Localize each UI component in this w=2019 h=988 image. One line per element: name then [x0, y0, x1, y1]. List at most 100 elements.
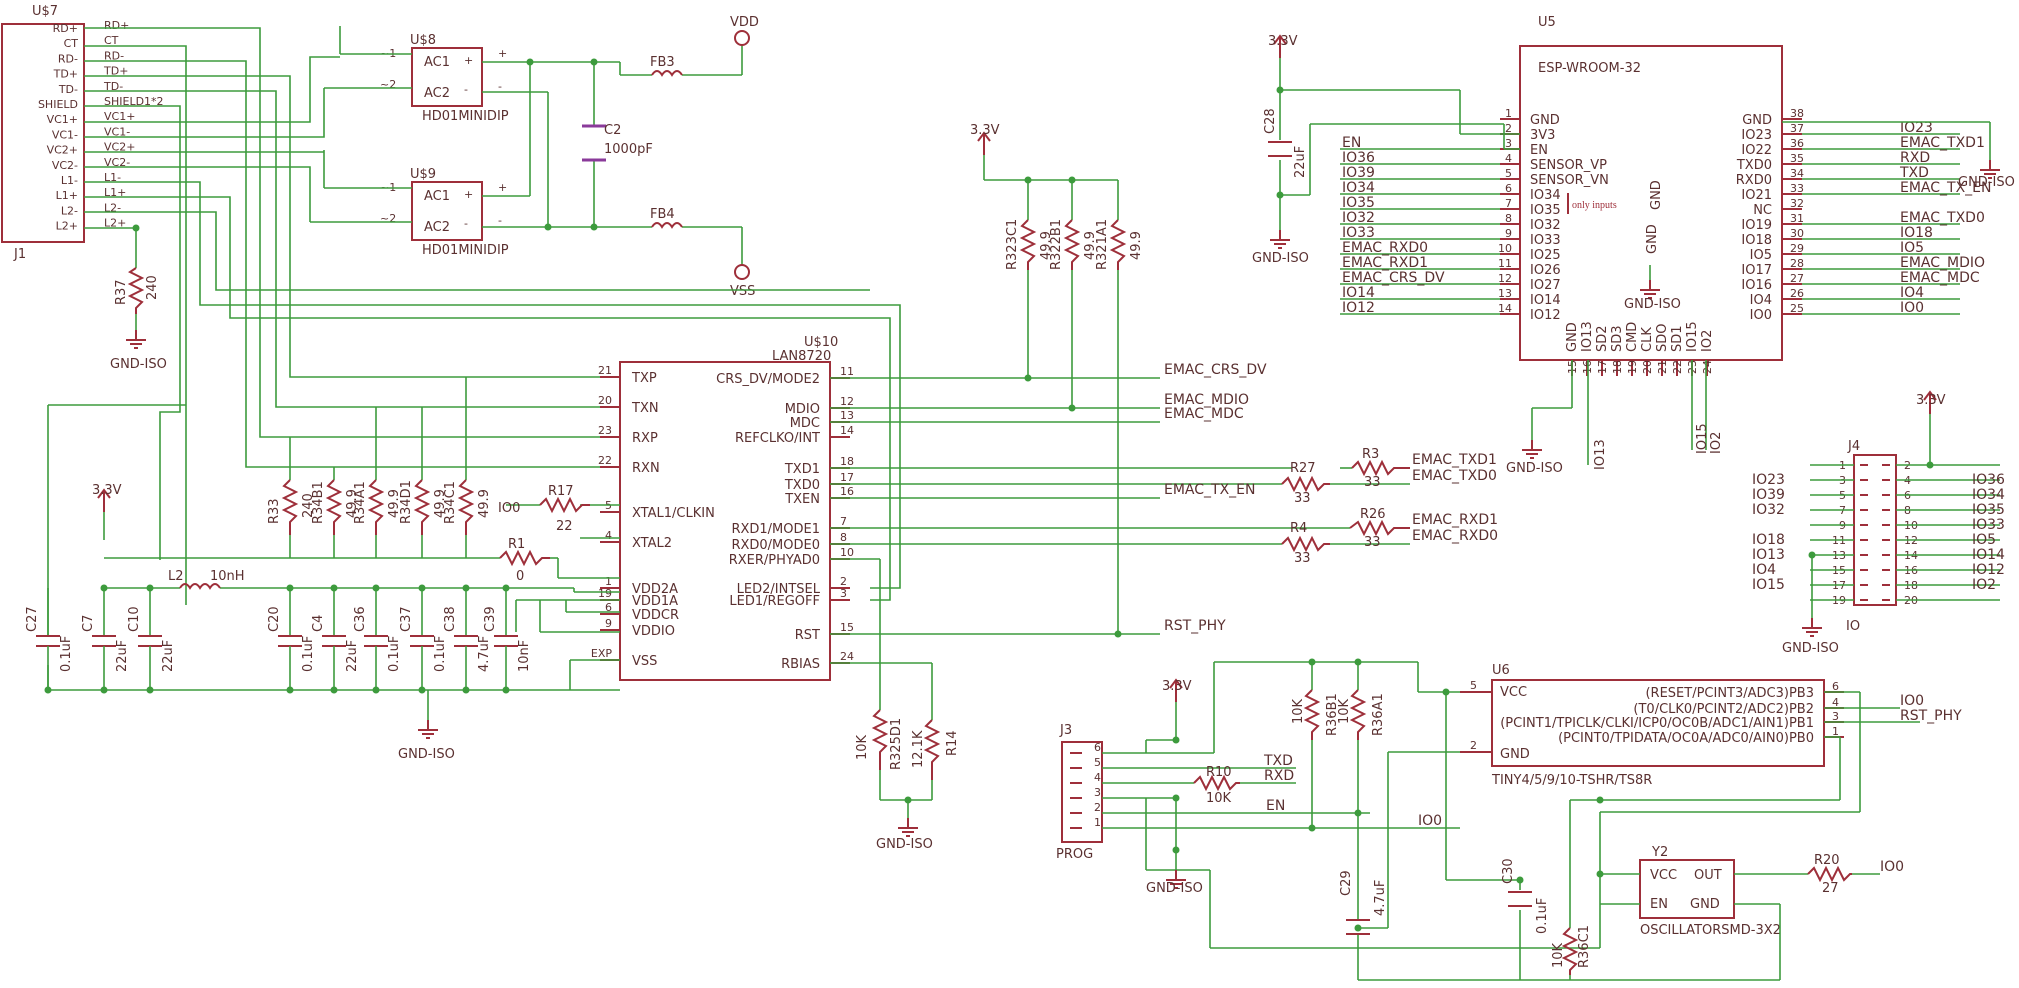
- r10-name: R10: [1206, 765, 1232, 780]
- lan-right-name-0: CRS_DV/MODE2: [716, 372, 820, 387]
- resistor-r14: 12.1K R14: [911, 719, 960, 780]
- lan-left-num-7: 19: [598, 587, 612, 600]
- y2-part: OSCILLATORSMD-3X2: [1640, 923, 1781, 938]
- esp-left-num-13: 14: [1498, 302, 1512, 315]
- j1-net-4: TD-: [103, 80, 123, 93]
- y2-name: Y2: [1651, 845, 1668, 860]
- resistor-r4: R4 33: [1281, 521, 1330, 566]
- esp-right-net-4: TXD: [1899, 165, 1929, 181]
- esp-bot-name-2: SD2: [1595, 325, 1610, 352]
- hres-1: [499, 549, 550, 567]
- u8-ac2: AC2: [424, 86, 450, 101]
- oscillator-y2: Y2 VCC OUT EN GND OSCILLATORSMD-3X2: [1639, 845, 1781, 938]
- esp-right-name-5: IO21: [1741, 188, 1772, 203]
- r36a1-name: R36A1: [1371, 693, 1386, 736]
- lan-right-name-1: MDIO: [785, 402, 820, 417]
- lan-left-name-9: VDDIO: [632, 624, 675, 639]
- resistor-r10: R10 10K: [1193, 765, 1240, 806]
- lan8720-chip: U$10 LAN8720 21TXP20TXN23RXP22RXN5XTAL1/…: [591, 335, 854, 681]
- vres-val-1: 49.9: [345, 489, 360, 518]
- j1-net-13: L2+: [104, 217, 126, 230]
- u8-name: U$8: [410, 33, 436, 48]
- hres-val-1: 0: [516, 569, 524, 584]
- r36a1-value: 10K: [1337, 698, 1352, 724]
- capacitor-c30: C30 0.1uF: [1501, 858, 1550, 934]
- lan-right-num-0: 11: [840, 365, 854, 378]
- lan-left-num-2: 23: [598, 424, 612, 437]
- lan-part: LAN8720: [772, 349, 831, 364]
- lan-pins: 21TXP20TXN23RXP22RXN5XTAL1/CLKIN4XTAL21V…: [591, 364, 854, 672]
- esp-left-name-0: GND: [1530, 113, 1560, 128]
- u6-part: TINY4/5/9/10-TSHR/TS8R: [1491, 773, 1652, 788]
- vdd-label: VDD: [730, 15, 759, 30]
- lan-left-name-1: TXN: [631, 401, 659, 416]
- u9-ac1: AC1: [424, 189, 450, 204]
- vss-label: VSS: [730, 284, 755, 299]
- u6-right-num-0: 6: [1832, 680, 1839, 693]
- esp-right-num-6: 32: [1790, 197, 1804, 210]
- c30-name: C30: [1501, 858, 1516, 884]
- cap-name-3: C20: [267, 606, 282, 632]
- u9-part: HD01MINIDIP: [422, 243, 509, 258]
- bridge-u8: U$8 AC1 AC2 + - ~1 ~2 HD01MINIDIP + -: [380, 33, 509, 124]
- j1-ref: J1: [13, 247, 26, 262]
- lan-left-num-1: 20: [598, 394, 612, 407]
- r37-value: 240: [145, 275, 160, 300]
- cap-topdot-2: [146, 584, 154, 592]
- osc-io0-net: IO0: [1880, 859, 1904, 875]
- lan-left-num-6: 1: [605, 575, 612, 588]
- esp-left-name-12: IO14: [1530, 293, 1561, 308]
- esp-right-name-7: IO19: [1741, 218, 1772, 233]
- esp-gnd-right-label: GND-ISO: [1958, 175, 2015, 190]
- cap-val-8: 10nF: [517, 640, 532, 672]
- esp-right-name-12: IO4: [1750, 293, 1772, 308]
- lan-right-num-7: 7: [840, 515, 847, 528]
- j1-pin-2: RD-: [58, 52, 78, 65]
- j1-net-5: SHIELD1*2: [104, 95, 164, 108]
- y2-en: EN: [1650, 897, 1668, 912]
- esp-right-num-0: 38: [1790, 107, 1804, 120]
- lan-right-num-11: 3: [840, 587, 847, 600]
- esp-right-net-2: EMAC_TXD1: [1900, 135, 1985, 151]
- esp-bot-name-4: CMD: [1625, 322, 1640, 352]
- lan-right-num-2: 13: [840, 409, 854, 422]
- lan-right-name-13: RBIAS: [781, 657, 820, 672]
- u9-minus: -: [464, 217, 468, 230]
- esp-right-num-8: 30: [1790, 227, 1804, 240]
- esp-name: U5: [1538, 15, 1556, 30]
- lan-gnd-symbol: [417, 719, 439, 739]
- pullup-val-1: 49.9: [1083, 231, 1098, 260]
- j1-pin-13: L2+: [56, 220, 78, 233]
- esp-left-num-11: 12: [1498, 272, 1512, 285]
- lan-left-num-10: EXP: [591, 647, 612, 660]
- u6-rst-net: RST_PHY: [1900, 708, 1962, 724]
- esp-left-net-10: EMAC_RXD1: [1342, 255, 1428, 271]
- j4-net-l-1: IO23: [1752, 472, 1785, 488]
- esp-bot-num-5: 20: [1641, 360, 1654, 374]
- lan-right-name-3: REFCLKO/INT: [735, 431, 820, 446]
- j3-num-3: 3: [1094, 786, 1101, 799]
- u6-right-name-3: (PCINT0/TPIDATA/OC0A/ADC0/AIN0)PB0: [1558, 731, 1814, 746]
- j1-net-3: TD+: [103, 65, 128, 78]
- esp-right-name-8: IO18: [1741, 233, 1772, 248]
- r20-name: R20: [1814, 853, 1840, 868]
- r14-value: 12.1K: [911, 730, 926, 768]
- esp-right-num-5: 33: [1790, 182, 1804, 195]
- lan-right-name-10: LED2/INTSEL: [737, 582, 821, 597]
- u8-plus: +: [464, 54, 473, 67]
- j3-io0: IO0: [1418, 813, 1442, 829]
- esp-left-num-8: 9: [1505, 227, 1512, 240]
- esp-right-name-10: IO17: [1741, 263, 1772, 278]
- vres-val-2: 49.9: [387, 489, 402, 518]
- esp-note: only inputs: [1572, 200, 1617, 211]
- lan-right-num-8: 8: [840, 531, 847, 544]
- y2-gnd: GND: [1690, 897, 1720, 912]
- c29-value: 4.7uF: [1373, 880, 1388, 916]
- esp-right-net-3: RXD: [1900, 150, 1930, 166]
- esp-left-net-13: IO12: [1342, 300, 1375, 316]
- u8-ac1: AC1: [424, 55, 450, 70]
- esp-left-net-12: IO14: [1342, 285, 1375, 301]
